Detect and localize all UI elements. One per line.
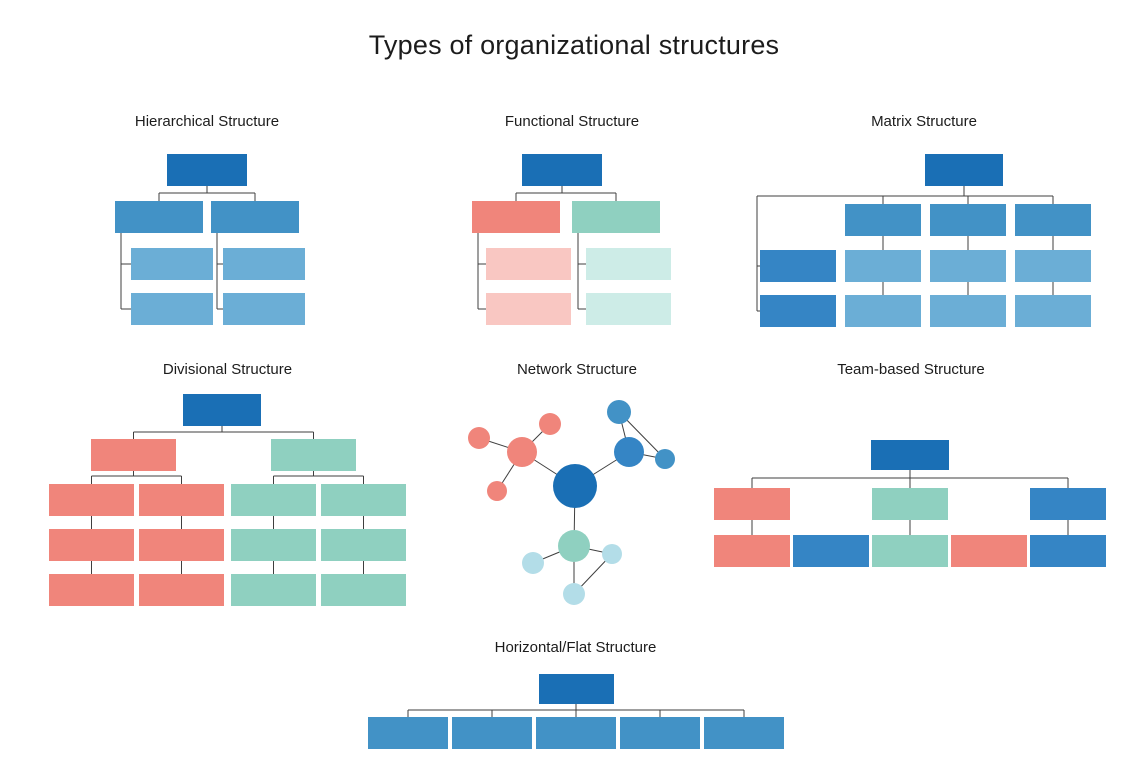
functional-structure-title: Functional Structure [504, 113, 640, 130]
section-horizontal-flat: Horizontal/Flat Structure [363, 638, 788, 752]
horizontal-flat-nodes [367, 674, 784, 749]
functional-diagram [472, 154, 671, 325]
section-divisional: Divisional Structure [45, 360, 410, 608]
horizontal-flat-diagram [367, 674, 784, 749]
hierarchical-connectors [120, 186, 256, 310]
network-structure-title: Network Structure [516, 361, 638, 378]
network-edges [478, 411, 666, 595]
team-based-connectors [751, 470, 1068, 535]
divisional-nodes [49, 394, 406, 606]
matrix-diagram [756, 154, 1091, 327]
section-team-based: Team-based Structure [712, 360, 1110, 570]
team-based-structure-title: Team-based Structure [837, 361, 985, 378]
hierarchical-structure-title: Hierarchical Structure [134, 113, 280, 130]
functional-connectors [477, 186, 617, 310]
section-network: Network Structure [462, 360, 692, 622]
network-diagram [468, 400, 675, 605]
page-title: Types of organizational structures [368, 30, 780, 60]
section-hierarchical: Hierarchical Structure [98, 112, 316, 326]
matrix-connectors [756, 186, 1054, 312]
network-nodes [468, 400, 675, 605]
team-based-nodes [713, 440, 1106, 567]
horizontal-flat-connectors [407, 704, 744, 717]
divisional-diagram [49, 394, 406, 606]
matrix-nodes [760, 154, 1091, 327]
horizontal-flat-structure-title: Horizontal/Flat Structure [494, 639, 657, 656]
matrix-structure-title: Matrix Structure [871, 113, 977, 130]
section-matrix: Matrix Structure [755, 112, 1093, 328]
team-based-diagram [713, 440, 1106, 567]
divisional-structure-title: Divisional Structure [162, 361, 293, 378]
hierarchical-nodes [115, 154, 305, 325]
divisional-connectors [91, 426, 364, 574]
functional-nodes [472, 154, 671, 325]
hierarchical-diagram [115, 154, 305, 325]
section-functional: Functional Structure [472, 112, 672, 326]
